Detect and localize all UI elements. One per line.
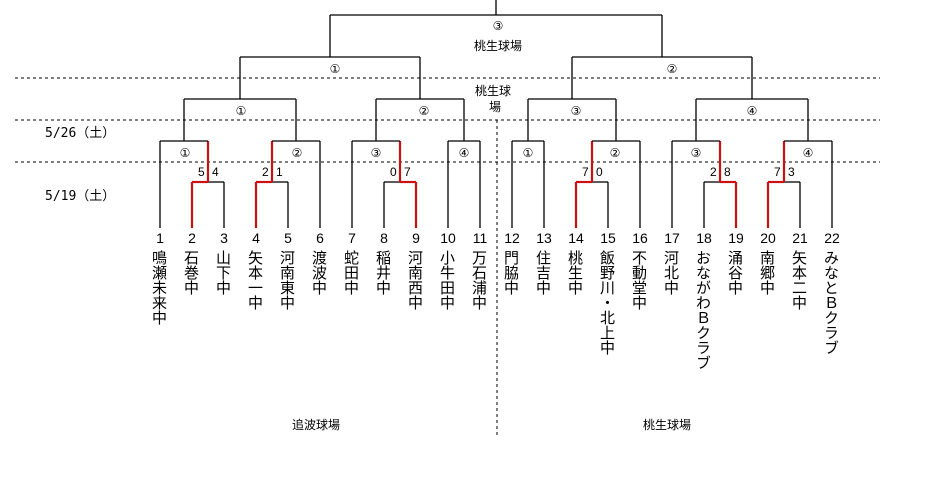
score-left: 7 xyxy=(582,165,589,179)
team-number: 4 xyxy=(252,230,260,246)
semi-venue-line2: 場 xyxy=(489,100,502,114)
team-number: 2 xyxy=(188,230,196,246)
team-number: 19 xyxy=(728,230,744,246)
round2-match-number: ① xyxy=(522,146,534,160)
team-number: 13 xyxy=(536,230,552,246)
team-name: 山下中 xyxy=(214,250,232,295)
round2-match-number: ④ xyxy=(802,146,814,160)
team-name: 矢本一中 xyxy=(246,250,264,310)
score-left: 2 xyxy=(262,165,269,179)
team-number: 6 xyxy=(316,230,324,246)
team-name: 住吉中 xyxy=(534,250,552,295)
venue-left: 追波球場 xyxy=(292,418,341,432)
score-right: 0 xyxy=(596,165,603,179)
score-right: 7 xyxy=(404,165,411,179)
team-number: 16 xyxy=(632,230,648,246)
team-name: 南郷中 xyxy=(758,250,776,295)
date-round2: 5/26（土） xyxy=(45,126,116,141)
final-match-number: ③ xyxy=(492,19,504,33)
team-name: 河南東中 xyxy=(278,250,296,310)
team-name: 飯野川・北上中 xyxy=(598,250,616,355)
final-venue: 桃生球場 xyxy=(474,39,523,53)
team-name: 稲井中 xyxy=(374,250,392,295)
team-name: 涌谷中 xyxy=(726,250,744,295)
team-number: 3 xyxy=(220,230,228,246)
team-number: 18 xyxy=(696,230,712,246)
team-name: 小牛田中 xyxy=(438,250,456,310)
team-name: おながわＢクラブ xyxy=(694,250,712,370)
team-number: 1 xyxy=(156,230,164,246)
team-name: 不動堂中 xyxy=(630,250,648,310)
team-name: 万石浦中 xyxy=(470,250,488,310)
team-number: 11 xyxy=(472,230,488,246)
semi-match-number: ② xyxy=(666,62,678,76)
venue-right: 桃生球場 xyxy=(643,418,692,432)
round2-match-number: ③ xyxy=(690,146,702,160)
team-number: 5 xyxy=(284,230,292,246)
team-number: 12 xyxy=(504,230,520,246)
team-number: 8 xyxy=(380,230,388,246)
score-left: 2 xyxy=(710,165,717,179)
team-number: 20 xyxy=(760,230,776,246)
team-name: 門脇中 xyxy=(502,250,520,295)
team-name: 蛇田中 xyxy=(342,250,360,295)
team-number: 10 xyxy=(440,230,456,246)
team-name: 石巻中 xyxy=(182,250,200,295)
team-number: 21 xyxy=(792,230,808,246)
round2-match-number: ② xyxy=(291,146,303,160)
quarter-match-number: ② xyxy=(418,104,430,118)
semi-match-number: ① xyxy=(329,62,341,76)
round2-match-number: ④ xyxy=(458,146,470,160)
team-number: 9 xyxy=(412,230,420,246)
team-number: 7 xyxy=(348,230,356,246)
date-round1: 5/19（土） xyxy=(45,189,116,204)
team-number: 15 xyxy=(600,230,616,246)
team-name: 矢本二中 xyxy=(790,250,808,310)
team-name: 鳴瀬未来中 xyxy=(150,250,168,325)
team-name: みなとＢクラブ xyxy=(822,250,840,355)
score-left: 5 xyxy=(198,165,205,179)
team-name: 河南西中 xyxy=(406,250,424,310)
team-number: 22 xyxy=(824,230,840,246)
score-right: 1 xyxy=(276,165,283,179)
team-name: 渡波中 xyxy=(310,250,328,295)
round2-match-number: ① xyxy=(179,146,191,160)
score-right: 4 xyxy=(212,165,219,179)
score-left: 7 xyxy=(774,165,781,179)
quarter-match-number: ④ xyxy=(746,104,758,118)
score-right: 3 xyxy=(788,165,795,179)
team-name: 河北中 xyxy=(662,250,680,295)
team-name: 桃生中 xyxy=(566,250,584,295)
score-right: 8 xyxy=(724,165,731,179)
quarter-match-number: ③ xyxy=(570,104,582,118)
team-number: 14 xyxy=(568,230,584,246)
score-left: 0 xyxy=(390,165,397,179)
round2-match-number: ② xyxy=(609,146,621,160)
quarter-match-number: ① xyxy=(235,104,247,118)
round2-match-number: ③ xyxy=(370,146,382,160)
team-number: 17 xyxy=(664,230,680,246)
semi-venue-line1: 桃生球 xyxy=(475,84,512,98)
